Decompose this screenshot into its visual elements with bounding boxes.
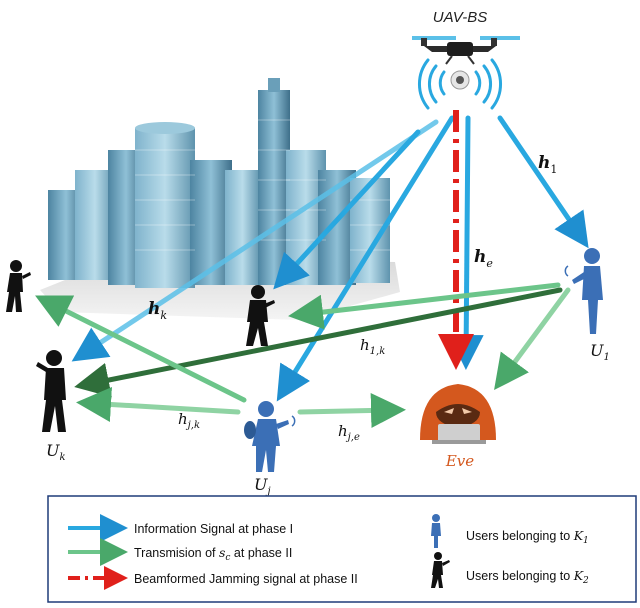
legend-user-k1-icon (431, 514, 441, 548)
arrow-uav-to-midk2 (273, 129, 421, 290)
legend-user-k2-icon (431, 552, 450, 588)
arrow-uav-to-u1 (497, 115, 589, 249)
transmission-arrows (35, 282, 571, 429)
eve-hacker-icon (420, 384, 496, 444)
arrow-uav-to-uk (71, 119, 439, 362)
label-hje: hj,e (338, 422, 360, 443)
legend-item-information: Information Signal at phase I (134, 522, 293, 536)
label-h1k: h1,k (360, 336, 385, 357)
user-u1-icon (564, 248, 603, 334)
information-signal-arrows (71, 115, 589, 402)
user-uk-icon (36, 350, 66, 432)
arrow-u1-to-midk2 (288, 282, 561, 330)
legend: Information Signal at phase I Transmisio… (47, 495, 637, 603)
uav-drone-icon (412, 36, 520, 90)
arrow-u1-to-uk (74, 287, 563, 398)
channel-labels: h1 he hk h1,k hj,k hj,e U1 Uk Uj Eve (46, 153, 610, 497)
label-uj: Uj (254, 475, 271, 497)
label-uk: Uk (46, 441, 66, 463)
arrow-u1-to-eve (494, 287, 571, 391)
arrow-uj-to-topleft (35, 295, 247, 403)
legend-box (47, 495, 637, 603)
label-hk: hk (148, 299, 167, 322)
user-k2-topleft-icon (6, 260, 31, 312)
label-hjk: hj,k (178, 410, 200, 431)
legend-item-transmission: Transmision of sc at phase II (134, 545, 292, 563)
city-buildings-icon (40, 78, 400, 320)
legend-item-jamming: Beamformed Jamming signal at phase II (134, 572, 358, 586)
label-he: he (474, 247, 493, 270)
arrow-uav-to-uj (276, 115, 455, 402)
label-u1: U1 (590, 341, 610, 363)
user-k2-city-icon (246, 285, 275, 346)
arrow-uav-to-eve (448, 115, 484, 370)
user-uj-icon (244, 401, 296, 472)
legend-item-k2: Users belonging to K2 (466, 568, 589, 586)
label-eve: Eve (445, 452, 474, 470)
label-h1: h1 (538, 153, 557, 176)
arrow-uj-to-eve (297, 393, 406, 429)
legend-item-k1: Users belonging to K1 (466, 528, 589, 546)
radio-waves-icon (418, 58, 502, 110)
uav-bs-label: UAV-BS (433, 9, 487, 26)
arrow-uj-to-uk (76, 387, 241, 422)
